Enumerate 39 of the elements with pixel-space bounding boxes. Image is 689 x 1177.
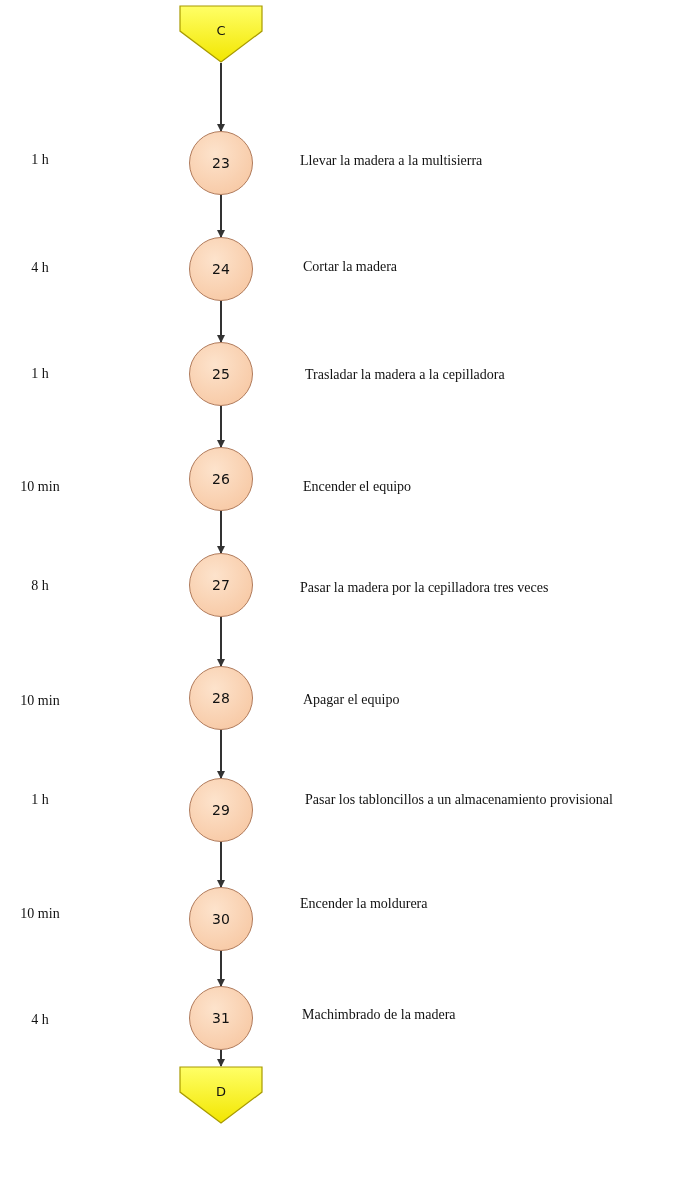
step-description: Apagar el equipo	[303, 692, 400, 708]
operation-circle: 26	[189, 447, 253, 511]
arrow	[217, 729, 225, 779]
arrow	[217, 950, 225, 987]
arrow	[217, 405, 225, 448]
duration-text: 1 h	[31, 366, 49, 382]
operation-circle: 31	[189, 986, 253, 1050]
arrow	[217, 300, 225, 343]
duration-text: 10 min	[20, 906, 60, 922]
step-description: Pasar los tabloncillos a un almacenamiento provisional	[305, 792, 613, 808]
operation-circle: 29	[189, 778, 253, 842]
arrow	[217, 62, 225, 132]
operation-circle: 25	[189, 342, 253, 406]
duration-text: 4 h	[31, 260, 49, 276]
step-description: Trasladar la madera a la cepilladora	[305, 367, 505, 383]
arrow	[217, 616, 225, 667]
operation-circle: 30	[189, 887, 253, 951]
duration-text: 10 min	[20, 479, 60, 495]
operation-circle: 24	[189, 237, 253, 301]
step-description: Pasar la madera por la cepilladora tres veces	[300, 580, 549, 596]
arrow	[217, 841, 225, 888]
duration-text: 8 h	[31, 578, 49, 594]
step-description: Encender el equipo	[303, 479, 412, 495]
step-description: Llevar la madera a la multisierra	[300, 153, 483, 169]
duration-text: 1 h	[31, 152, 49, 168]
connector-label: D	[215, 1084, 227, 1099]
duration-text: 10 min	[20, 693, 60, 709]
arrow	[217, 194, 225, 238]
arrow	[217, 510, 225, 554]
arrow	[217, 1049, 225, 1067]
duration-text: 1 h	[31, 792, 49, 808]
operation-circle: 23	[189, 131, 253, 195]
connector-label: C	[215, 23, 227, 38]
operation-circle: 27	[189, 553, 253, 617]
step-description: Encender la moldurera	[300, 896, 428, 912]
step-description: Machimbrado de la madera	[302, 1007, 456, 1023]
duration-text: 4 h	[31, 1012, 49, 1028]
step-description: Cortar la madera	[303, 259, 398, 275]
operation-circle: 28	[189, 666, 253, 730]
